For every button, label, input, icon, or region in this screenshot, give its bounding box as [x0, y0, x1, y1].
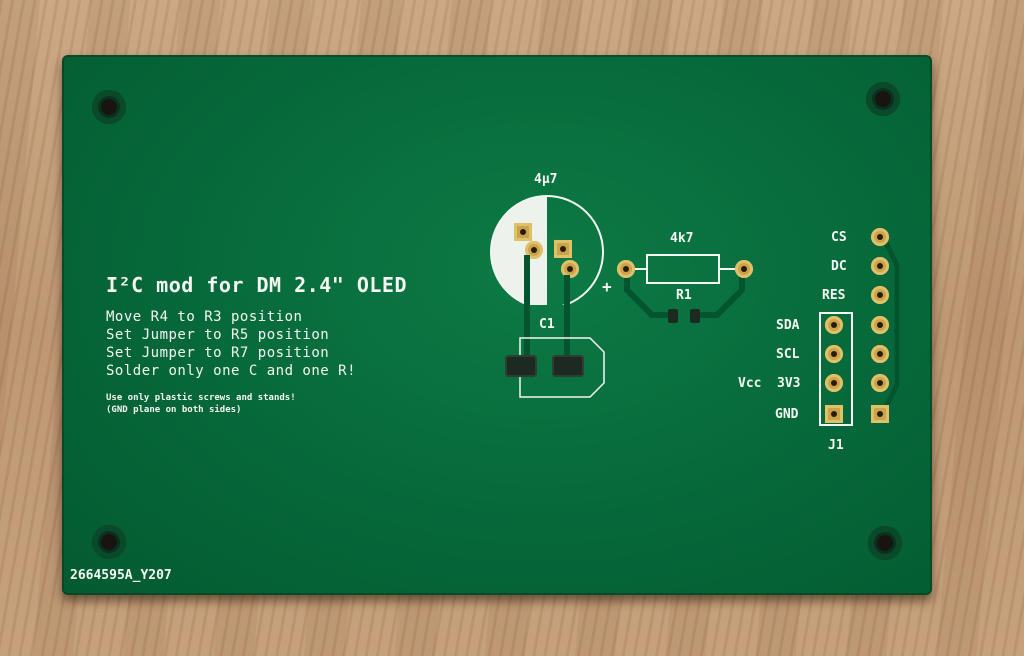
- resistor-footprint: [624, 254, 745, 318]
- resistor-pad-right: [735, 260, 753, 278]
- mounting-hole-bottom-right: [868, 526, 902, 560]
- instruction-line-2: Set Jumper to R5 position: [106, 327, 330, 343]
- capacitor-pad-round-2: [561, 260, 579, 278]
- board-title: I²C mod for DM 2.4" OLED: [106, 273, 407, 297]
- serial-number: 2664595A_Y207: [70, 568, 172, 583]
- mounting-hole-top-left: [92, 90, 126, 124]
- capacitor-ref-label: C1: [539, 317, 555, 332]
- resistor-ref-label: R1: [676, 288, 692, 303]
- instruction-line-1: Move R4 to R3 position: [106, 309, 303, 325]
- note-line-1: Use only plastic screws and stands!: [106, 393, 296, 403]
- smd-capacitor-outline: [519, 337, 605, 398]
- mounting-hole-bottom-left: [92, 525, 126, 559]
- note-line-2: (GND plane on both sides): [106, 405, 242, 415]
- header-pad-gnd: [871, 405, 889, 423]
- header-trace: [879, 233, 900, 417]
- capacitor-footprint: [490, 195, 604, 305]
- capacitor-polarity-mark: +: [602, 277, 612, 296]
- j1-pad-3v3: [825, 374, 843, 392]
- smd-resistor-pad-right: [690, 309, 700, 323]
- header-pad-dc: [871, 257, 889, 275]
- header-pad-scl: [871, 345, 889, 363]
- pin-label-res: RES: [822, 288, 846, 303]
- header-pad-vcc: [871, 374, 889, 392]
- instruction-line-4: Solder only one C and one R!: [106, 363, 357, 379]
- header-pad-cs: [871, 228, 889, 246]
- capacitor-pad-round: [525, 241, 543, 259]
- j1-pad-gnd: [825, 405, 843, 423]
- pin-label-dc: DC: [831, 259, 847, 274]
- j1-pad-scl: [825, 345, 843, 363]
- capacitor-value-label: 4µ7: [534, 172, 558, 187]
- resistor-pad-left: [617, 260, 635, 278]
- pin-label-vcc: Vcc: [738, 376, 762, 391]
- capacitor-pad-square: [514, 223, 532, 241]
- pin-label-3v3: 3V3: [777, 376, 801, 391]
- connector-ref-label: J1: [828, 438, 844, 453]
- instruction-line-3: Set Jumper to R7 position: [106, 345, 330, 361]
- smd-capacitor-pad-left: [505, 355, 537, 377]
- capacitor-pad-square-2: [554, 240, 572, 258]
- j1-pad-sda: [825, 316, 843, 334]
- pcb-board: I²C mod for DM 2.4" OLED Move R4 to R3 p…: [62, 55, 932, 595]
- mounting-hole-top-right: [866, 82, 900, 116]
- pin-label-sda: SDA: [776, 318, 800, 333]
- pin-label-cs: CS: [831, 230, 847, 245]
- smd-capacitor-pad-right: [552, 355, 584, 377]
- smd-resistor-pad-left: [668, 309, 678, 323]
- resistor-value-label: 4k7: [670, 231, 694, 246]
- pin-label-gnd: GND: [775, 407, 799, 422]
- header-pad-res: [871, 286, 889, 304]
- pin-label-scl: SCL: [776, 347, 800, 362]
- header-pad-sda: [871, 316, 889, 334]
- connector-outline: [819, 312, 853, 426]
